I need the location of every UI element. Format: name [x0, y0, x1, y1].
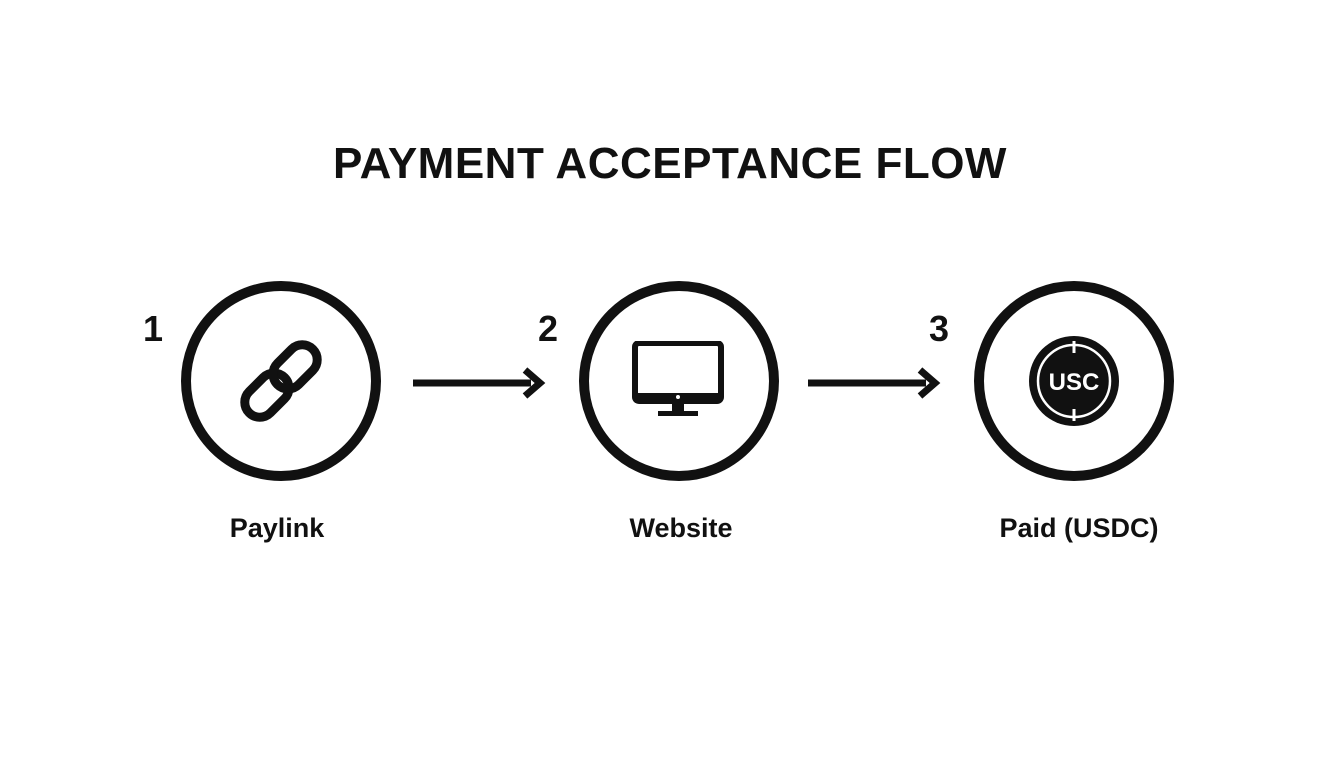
step-number-1: 1 [143, 308, 164, 349]
link-icon [226, 326, 336, 436]
usdc-icon-text: USC [1049, 369, 1100, 396]
step-label-paid-usdc: Paid (USDC) [999, 513, 1159, 543]
usdc-coin-icon: USC [1026, 333, 1122, 429]
monitor-icon [631, 341, 727, 421]
arrow-right-icon [413, 367, 546, 399]
step-circle-paylink [181, 281, 381, 481]
step-label-paylink: Paylink [229, 513, 325, 543]
step-label-website: Website [629, 513, 733, 543]
diagram-title: PAYMENT ACCEPTANCE FLOW [333, 139, 1007, 188]
step-number-3: 3 [929, 308, 950, 349]
step-circle-paid-usdc: USC [974, 281, 1174, 481]
step-number-2: 2 [538, 308, 559, 349]
step-circle-website [579, 281, 779, 481]
arrow-right-icon [808, 367, 941, 399]
